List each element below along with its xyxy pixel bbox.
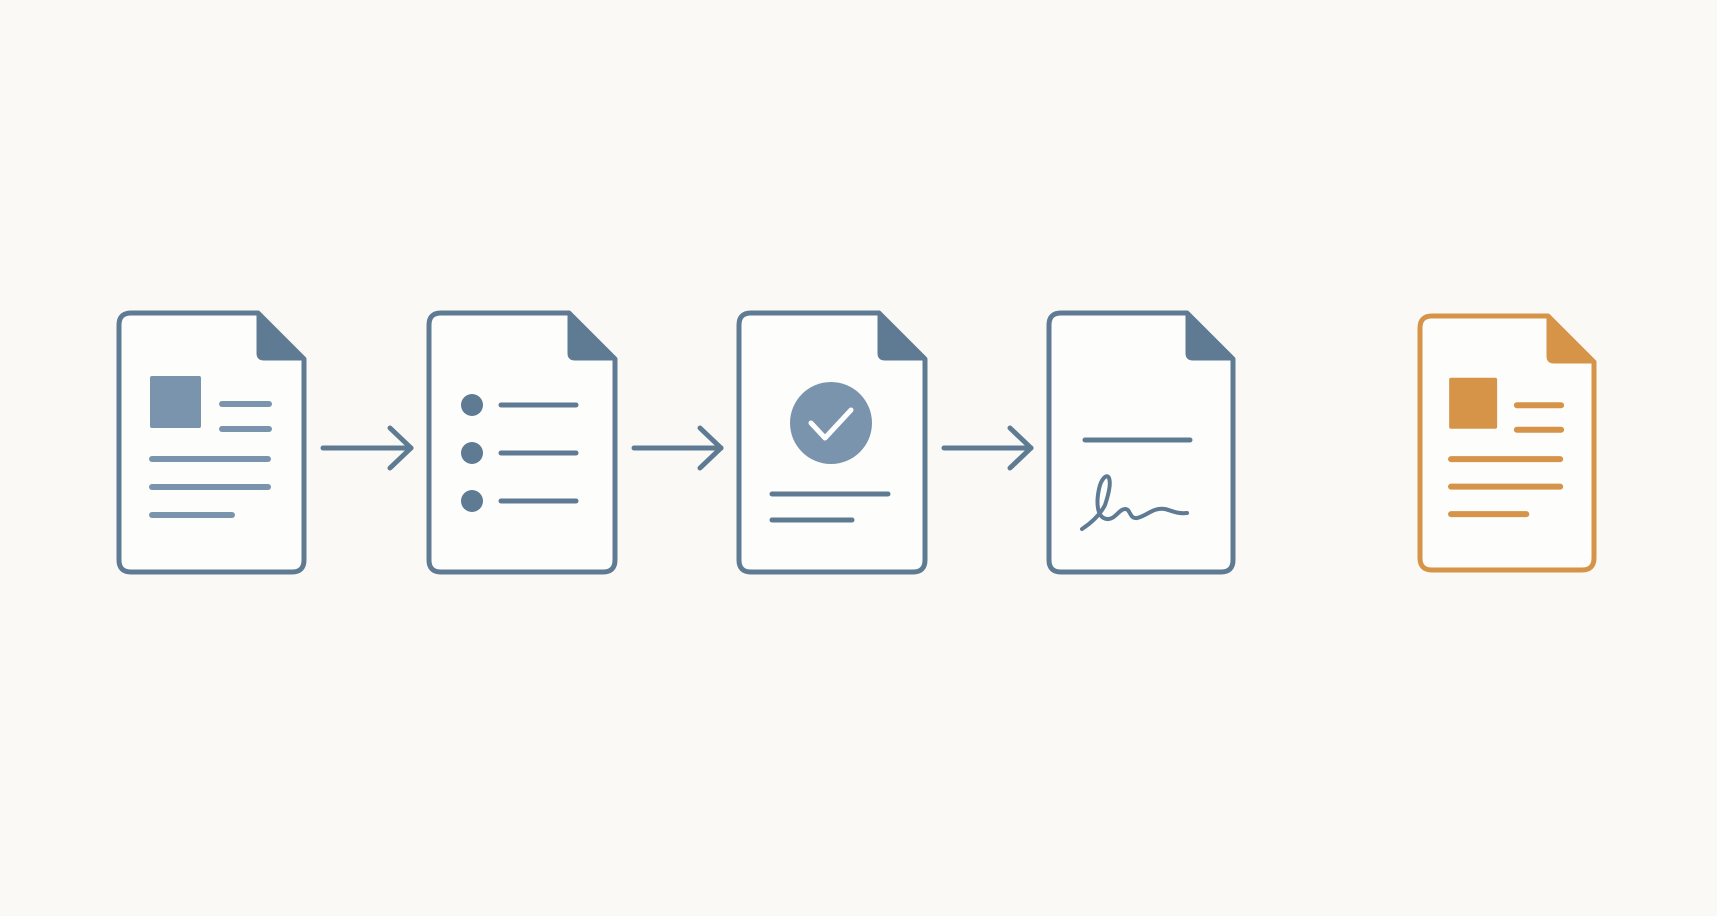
document-signature-icon bbox=[1046, 310, 1236, 575]
folded-corner bbox=[567, 311, 617, 361]
bullet-dot bbox=[461, 442, 483, 464]
folded-corner bbox=[1185, 311, 1235, 361]
folded-corner bbox=[256, 311, 306, 361]
arrow-right-icon bbox=[631, 425, 724, 471]
checkmark-icon bbox=[808, 407, 854, 441]
check-circle bbox=[790, 382, 872, 464]
document-layout-icon bbox=[116, 310, 307, 575]
arrow-head bbox=[387, 425, 414, 471]
documents-layer bbox=[116, 310, 1597, 575]
folded-corner bbox=[877, 311, 927, 361]
arrow-head bbox=[1007, 425, 1034, 471]
folded-corner bbox=[1546, 314, 1596, 364]
document-list-icon bbox=[426, 310, 618, 575]
arrow-right-icon bbox=[941, 425, 1034, 471]
arrow-head bbox=[697, 425, 724, 471]
document-check-icon bbox=[736, 310, 928, 575]
signature-scribble bbox=[1080, 474, 1189, 531]
bullet-dot bbox=[461, 490, 483, 512]
document-layout-icon bbox=[1417, 313, 1597, 573]
image-placeholder bbox=[1449, 377, 1498, 429]
arrows-layer bbox=[320, 425, 1034, 471]
arrow-right-icon bbox=[320, 425, 414, 471]
image-placeholder bbox=[150, 376, 201, 428]
bullet-dot bbox=[461, 394, 483, 416]
